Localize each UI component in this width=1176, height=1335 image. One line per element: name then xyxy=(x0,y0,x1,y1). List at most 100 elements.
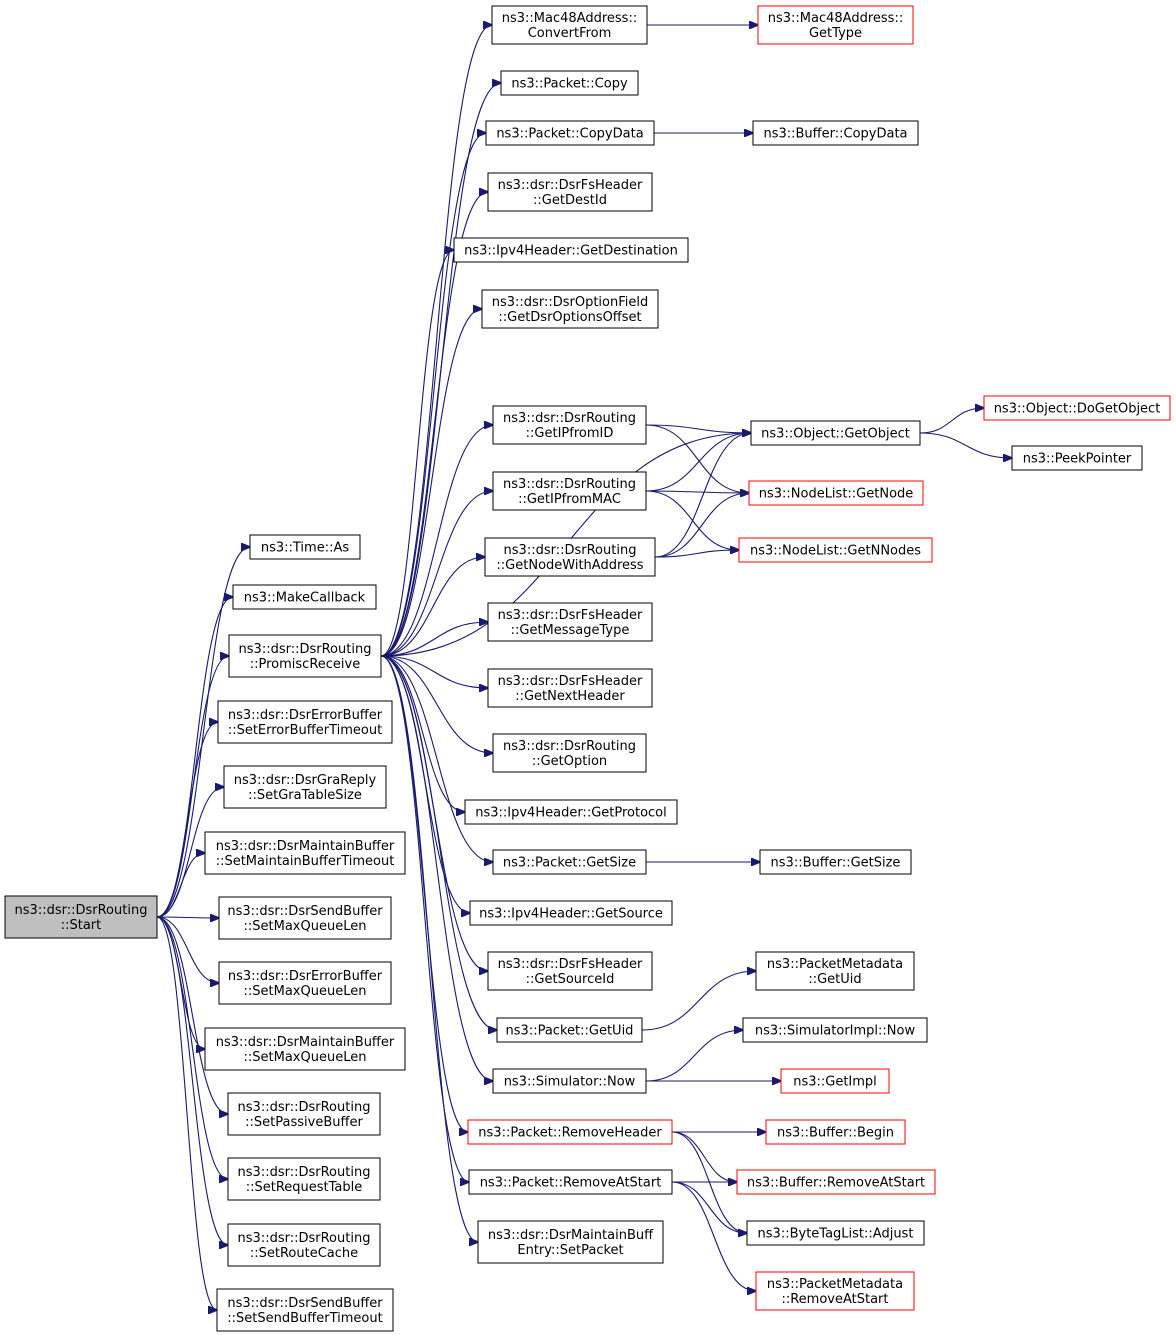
node-box[interactable] xyxy=(228,634,382,678)
node-getnodewithaddr[interactable]: ns3::dsr::DsrRouting::GetNodeWithAddress xyxy=(484,537,656,577)
node-box[interactable] xyxy=(492,733,647,773)
node-box[interactable] xyxy=(500,70,639,96)
node-pmremoveatstart[interactable]: ns3::PacketMetadata::RemoveAtStart xyxy=(755,1271,915,1311)
node-box[interactable] xyxy=(477,1220,664,1264)
node-box[interactable] xyxy=(227,1223,381,1267)
node-pktremoveatstart[interactable]: ns3::Packet::RemoveAtStart xyxy=(468,1169,673,1195)
node-mac48convert[interactable]: ns3::Mac48Address::ConvertFrom xyxy=(491,5,648,45)
node-maintsetpacket[interactable]: ns3::dsr::DsrMaintainBuffEntry::SetPacke… xyxy=(477,1220,664,1264)
node-box[interactable] xyxy=(492,405,647,445)
node-nodelistgetnnodes[interactable]: ns3::NodeList::GetNNodes xyxy=(738,537,933,563)
node-nodelistgetnode[interactable]: ns3::NodeList::GetNode xyxy=(748,480,924,506)
node-box[interactable] xyxy=(738,537,933,563)
node-start[interactable]: ns3::dsr::DsrRouting::Start xyxy=(4,895,158,939)
node-box[interactable] xyxy=(492,849,647,875)
node-objdogetobject[interactable]: ns3::Object::DoGetObject xyxy=(983,395,1171,421)
node-ipv4getsrc[interactable]: ns3::Ipv4Header::GetSource xyxy=(469,900,673,926)
node-ipv4getdest[interactable]: ns3::Ipv4Header::GetDestination xyxy=(453,237,689,263)
node-pktgetuid[interactable]: ns3::Packet::GetUid xyxy=(496,1017,643,1043)
node-box[interactable] xyxy=(484,537,656,577)
node-bytetagadjust[interactable]: ns3::ByteTagList::Adjust xyxy=(746,1220,925,1246)
node-getoption[interactable]: ns3::dsr::DsrRouting::GetOption xyxy=(492,733,647,773)
node-box[interactable] xyxy=(1011,445,1143,471)
node-pktgetsize[interactable]: ns3::Packet::GetSize xyxy=(492,849,647,875)
node-maintmaxq[interactable]: ns3::dsr::DsrMaintainBuffer::SetMaxQueue… xyxy=(204,1027,406,1071)
node-box[interactable] xyxy=(759,849,912,875)
node-box[interactable] xyxy=(983,395,1171,421)
node-box[interactable] xyxy=(4,895,158,939)
node-box[interactable] xyxy=(227,1157,381,1201)
node-sendmaxq[interactable]: ns3::dsr::DsrSendBuffer::SetMaxQueueLen xyxy=(218,896,392,940)
node-box[interactable] xyxy=(223,765,387,809)
node-box[interactable] xyxy=(469,900,673,926)
node-setreqtable[interactable]: ns3::dsr::DsrRouting::SetRequestTable xyxy=(227,1157,381,1201)
node-setroutecache[interactable]: ns3::dsr::DsrRouting::SetRouteCache xyxy=(227,1223,381,1267)
node-box[interactable] xyxy=(218,896,392,940)
node-fsgetmsgtype[interactable]: ns3::dsr::DsrFsHeader::GetMessageType xyxy=(487,602,653,642)
node-box[interactable] xyxy=(464,799,678,825)
node-box[interactable] xyxy=(755,951,915,991)
node-box[interactable] xyxy=(217,700,393,744)
node-box[interactable] xyxy=(491,5,648,45)
node-setmainttimeout[interactable]: ns3::dsr::DsrMaintainBuffer::SetMaintain… xyxy=(204,831,406,875)
node-makecallback[interactable]: ns3::MakeCallback xyxy=(232,584,377,610)
node-ipv4getproto[interactable]: ns3::Ipv4Header::GetProtocol xyxy=(464,799,678,825)
node-box[interactable] xyxy=(780,1068,890,1094)
node-simimplnow[interactable]: ns3::SimulatorImpl::Now xyxy=(742,1017,928,1043)
node-pktcopy[interactable]: ns3::Packet::Copy xyxy=(500,70,639,96)
node-bufgetsize[interactable]: ns3::Buffer::GetSize xyxy=(759,849,912,875)
node-simnow[interactable]: ns3::Simulator::Now xyxy=(492,1068,647,1094)
node-box[interactable] xyxy=(232,584,377,610)
node-time_as[interactable]: ns3::Time::As xyxy=(249,534,361,560)
node-bufbegin[interactable]: ns3::Buffer::Begin xyxy=(765,1119,906,1145)
node-pktremovehdr[interactable]: ns3::Packet::RemoveHeader xyxy=(467,1119,673,1145)
node-box[interactable] xyxy=(752,120,919,146)
node-bufcopydata[interactable]: ns3::Buffer::CopyData xyxy=(752,120,919,146)
node-pmgetuid[interactable]: ns3::PacketMetadata::GetUid xyxy=(755,951,915,991)
node-box[interactable] xyxy=(750,420,921,446)
node-box[interactable] xyxy=(487,602,653,642)
node-pktcopydata[interactable]: ns3::Packet::CopyData xyxy=(485,120,655,146)
node-box[interactable] xyxy=(468,1169,673,1195)
node-box[interactable] xyxy=(204,831,406,875)
node-box[interactable] xyxy=(216,1288,394,1332)
node-box[interactable] xyxy=(487,172,653,212)
node-box[interactable] xyxy=(204,1027,406,1071)
node-mac48gettype[interactable]: ns3::Mac48Address::GetType xyxy=(757,5,914,45)
node-peekpointer[interactable]: ns3::PeekPointer xyxy=(1011,445,1143,471)
node-box[interactable] xyxy=(467,1119,673,1145)
node-box[interactable] xyxy=(736,1169,936,1195)
node-box[interactable] xyxy=(765,1119,906,1145)
node-optoffset[interactable]: ns3::dsr::DsrOptionField::GetDsrOptionsO… xyxy=(481,289,659,329)
node-box[interactable] xyxy=(487,668,653,708)
node-errmaxq[interactable]: ns3::dsr::DsrErrorBuffer::SetMaxQueueLen xyxy=(218,961,392,1005)
node-box[interactable] xyxy=(481,289,659,329)
node-promisc[interactable]: ns3::dsr::DsrRouting::PromiscReceive xyxy=(228,634,382,678)
node-box[interactable] xyxy=(249,534,361,560)
node-setgra[interactable]: ns3::dsr::DsrGraReply::SetGraTableSize xyxy=(223,765,387,809)
node-fsgetsrcid[interactable]: ns3::dsr::DsrFsHeader::GetSourceId xyxy=(487,951,653,991)
node-seterrtimeout[interactable]: ns3::dsr::DsrErrorBuffer::SetErrorBuffer… xyxy=(217,700,393,744)
node-box[interactable] xyxy=(757,5,914,45)
node-objgetobject[interactable]: ns3::Object::GetObject xyxy=(750,420,921,446)
node-box[interactable] xyxy=(227,1092,381,1136)
node-fsgetdest[interactable]: ns3::dsr::DsrFsHeader::GetDestId xyxy=(487,172,653,212)
node-box[interactable] xyxy=(755,1271,915,1311)
node-box[interactable] xyxy=(746,1220,925,1246)
node-bufremoveatstart[interactable]: ns3::Buffer::RemoveAtStart xyxy=(736,1169,936,1195)
node-box[interactable] xyxy=(742,1017,928,1043)
node-getipfrommac[interactable]: ns3::dsr::DsrRouting::GetIPfromMAC xyxy=(492,471,647,511)
node-getimpl[interactable]: ns3::GetImpl xyxy=(780,1068,890,1094)
node-setsendtimeout[interactable]: ns3::dsr::DsrSendBuffer::SetSendBufferTi… xyxy=(216,1288,394,1332)
node-box[interactable] xyxy=(453,237,689,263)
node-box[interactable] xyxy=(485,120,655,146)
node-fsgetnexthdr[interactable]: ns3::dsr::DsrFsHeader::GetNextHeader xyxy=(487,668,653,708)
node-box[interactable] xyxy=(492,471,647,511)
node-box[interactable] xyxy=(492,1068,647,1094)
node-setpassive[interactable]: ns3::dsr::DsrRouting::SetPassiveBuffer xyxy=(227,1092,381,1136)
node-box[interactable] xyxy=(218,961,392,1005)
node-getipfromid[interactable]: ns3::dsr::DsrRouting::GetIPfromID xyxy=(492,405,647,445)
node-box[interactable] xyxy=(496,1017,643,1043)
node-box[interactable] xyxy=(487,951,653,991)
node-box[interactable] xyxy=(748,480,924,506)
